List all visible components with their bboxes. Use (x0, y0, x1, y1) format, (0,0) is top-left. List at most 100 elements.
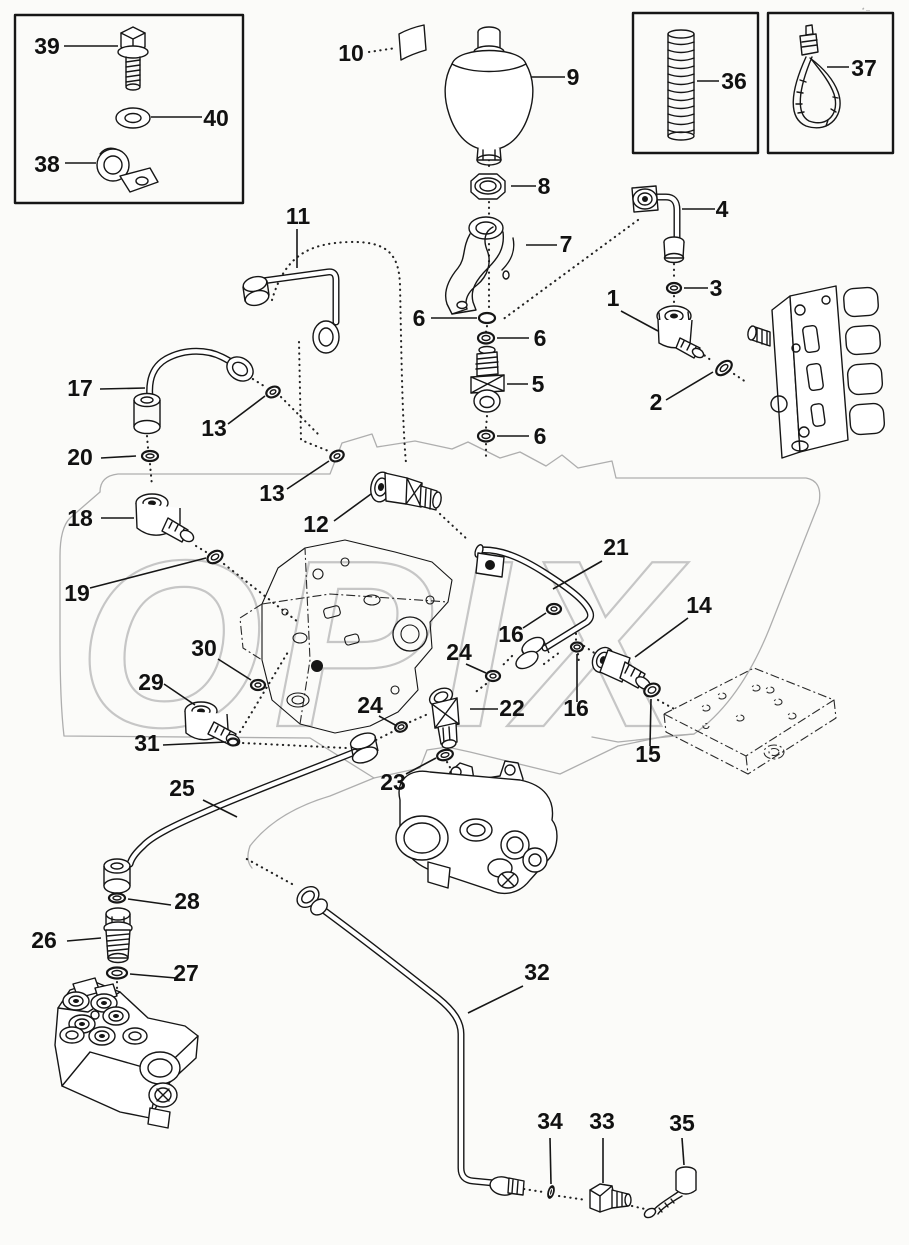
callout-9: 9 (567, 64, 580, 90)
callout-15: 15 (635, 741, 661, 767)
callout-8: 8 (538, 173, 551, 199)
callout-1: 1 (607, 285, 620, 311)
part-1-elbow-fitting (656, 305, 705, 359)
callout-24a: 24 (446, 639, 472, 665)
part-19-oring (206, 549, 224, 565)
corner-print-mark: * -- (862, 8, 870, 14)
part-35-cap (643, 1166, 697, 1219)
callout-16b: 16 (563, 695, 589, 721)
part-28-oring (107, 892, 127, 904)
callout-11: 11 (286, 203, 311, 229)
part-16-oring-upper (545, 602, 563, 616)
part-15-oring (643, 682, 661, 698)
part-6-oring-bottom (476, 429, 496, 443)
callout-13b: 13 (259, 480, 285, 506)
part-4-elbow-tube (631, 185, 685, 264)
callout-3: 3 (710, 275, 723, 301)
pump-body (395, 760, 558, 895)
part-23-oring (436, 748, 454, 762)
part-32-tube (296, 885, 525, 1196)
callout-23: 23 (380, 769, 406, 795)
callout-27: 27 (173, 960, 199, 986)
callout-26: 26 (31, 927, 57, 953)
part-3-oring (665, 281, 683, 295)
callout-10: 10 (338, 40, 364, 66)
valve-bosses (59, 991, 148, 1046)
callout-34: 34 (537, 1108, 563, 1134)
callout-13a: 13 (201, 415, 227, 441)
callout-29: 29 (138, 669, 164, 695)
valve-mounting-plate-phantom (663, 667, 837, 775)
callout-38: 38 (34, 151, 60, 177)
callout-22: 22 (499, 695, 525, 721)
part-6-oring-mid (476, 331, 496, 345)
part-13-oring-lower (329, 449, 345, 463)
part-31-oring (226, 737, 240, 747)
part-26-fitting (103, 907, 133, 964)
part-11-tube (242, 268, 340, 354)
callout-19: 19 (64, 580, 90, 606)
callout-31: 31 (134, 730, 160, 756)
callout-35: 35 (669, 1110, 695, 1136)
part-40-washer (115, 107, 151, 129)
part-7-bracket (444, 216, 515, 315)
callout-28: 28 (174, 888, 200, 914)
part-24-oring-upper (484, 669, 502, 683)
callout-30: 30 (191, 635, 217, 661)
part-34-seal (547, 1185, 555, 1199)
callout-6c: 6 (534, 423, 547, 449)
part-18-elbow-fitting (135, 493, 195, 543)
part-22-fitting (428, 687, 460, 749)
part-21-tube (474, 544, 595, 670)
callout-39: 39 (34, 33, 60, 59)
callout-4: 4 (716, 196, 729, 222)
part-30-oring (249, 678, 267, 692)
callout-37: 37 (851, 55, 877, 81)
callout-6b: 6 (534, 325, 547, 351)
callout-16a: 16 (498, 621, 524, 647)
part-16-oring-lower (569, 641, 585, 653)
inset-box-hardware (13, 13, 245, 205)
part-27-oring (105, 966, 129, 980)
part-12-fitting (370, 471, 442, 511)
callout-24b: 24 (357, 692, 383, 718)
part-14-elbow-fitting (591, 646, 651, 690)
callout-36: 36 (721, 68, 747, 94)
callout-14: 14 (686, 592, 712, 618)
part-5-charging-valve (470, 345, 505, 413)
callout-12: 12 (303, 511, 329, 537)
center-valve-housing-phantom (239, 539, 453, 734)
control-valve-assembly (54, 977, 199, 1129)
part-10-decal (398, 24, 427, 61)
part-38-clamp (96, 147, 159, 193)
callout-5: 5 (532, 371, 545, 397)
callout-7: 7 (560, 231, 573, 257)
callout-32: 32 (524, 959, 550, 985)
callout-25: 25 (169, 775, 195, 801)
leader-lines (64, 45, 849, 1185)
callout-40: 40 (203, 105, 229, 131)
part-8-nut (470, 173, 506, 200)
part-20-oring (140, 449, 160, 463)
part-13-oring-upper (265, 385, 281, 399)
callout-33: 33 (589, 1108, 615, 1134)
part-6-oring-top (477, 311, 497, 325)
callout-20: 20 (67, 444, 93, 470)
inset-box-coil (631, 11, 760, 155)
part-37-cable-tie (792, 24, 841, 129)
part-25-tube (103, 732, 379, 894)
callout-6a: 6 (413, 305, 426, 331)
callout-2: 2 (650, 389, 663, 415)
part-33-fitting (589, 1183, 632, 1213)
remote-valve-stack (747, 285, 886, 459)
part-2-oring (715, 359, 733, 377)
part-39-bolt (117, 26, 149, 91)
inset-box-tie (766, 11, 895, 155)
part-36-coil-wrap (667, 29, 695, 141)
callout-21: 21 (603, 534, 629, 560)
part-17-tube (133, 347, 254, 435)
part-9-accumulator (444, 26, 534, 166)
callout-17: 17 (67, 375, 93, 401)
